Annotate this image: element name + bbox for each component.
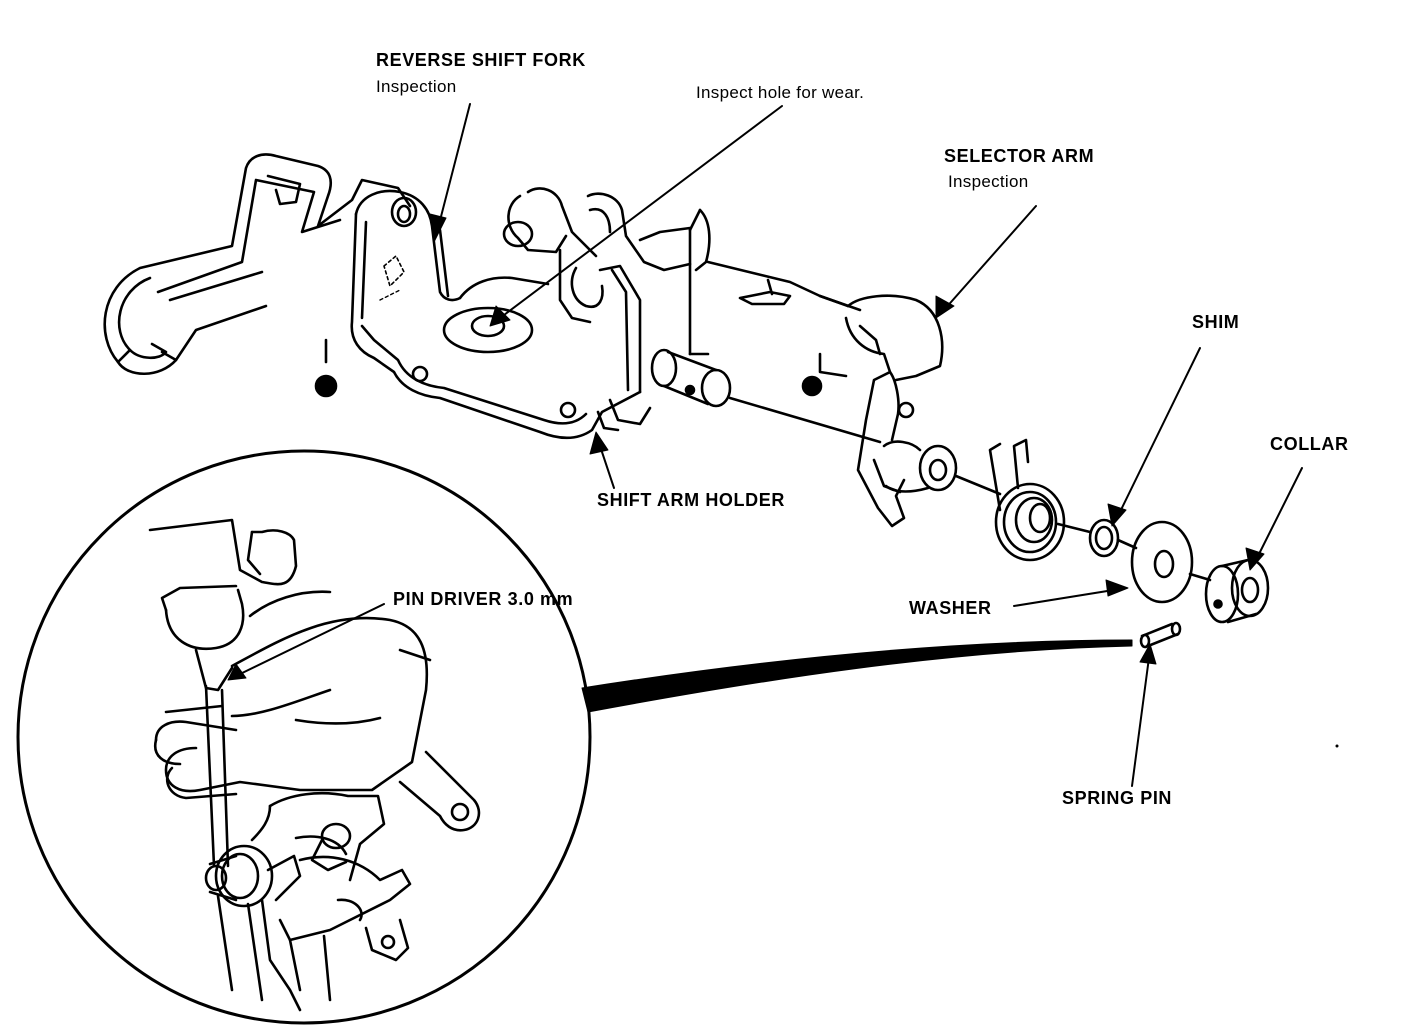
return-spring (988, 438, 1092, 562)
pin-driver-inset (16, 449, 592, 1025)
reverse-shift-fork (103, 153, 412, 398)
inset-leader (581, 639, 1133, 713)
collar (1204, 558, 1270, 624)
label-selector-arm-inspection: Inspection (948, 172, 1029, 191)
leader-lines (227, 103, 1303, 787)
label-pin-driver: PIN DRIVER 3.0 mm (393, 589, 574, 609)
interlock-body (502, 187, 862, 432)
label-inspect-hole: Inspect hole for wear. (696, 83, 865, 102)
speck (1335, 744, 1339, 748)
label-reverse-shift-fork-inspection: Inspection (376, 77, 457, 96)
label-shift-arm-holder: SHIFT ARM HOLDER (597, 490, 785, 510)
selector-arm (844, 294, 1002, 528)
washer (1130, 520, 1212, 604)
label-collar: COLLAR (1270, 434, 1349, 454)
selector-shaft (650, 348, 882, 444)
label-reverse-shift-fork: REVERSE SHIFT FORK (376, 50, 586, 70)
label-shim: SHIM (1192, 312, 1240, 332)
label-spring-pin: SPRING PIN (1062, 788, 1173, 808)
shift-arm-holder (350, 189, 642, 440)
label-washer: WASHER (909, 598, 992, 618)
spring-pin (1139, 621, 1182, 649)
label-selector-arm: SELECTOR ARM (944, 146, 1095, 166)
